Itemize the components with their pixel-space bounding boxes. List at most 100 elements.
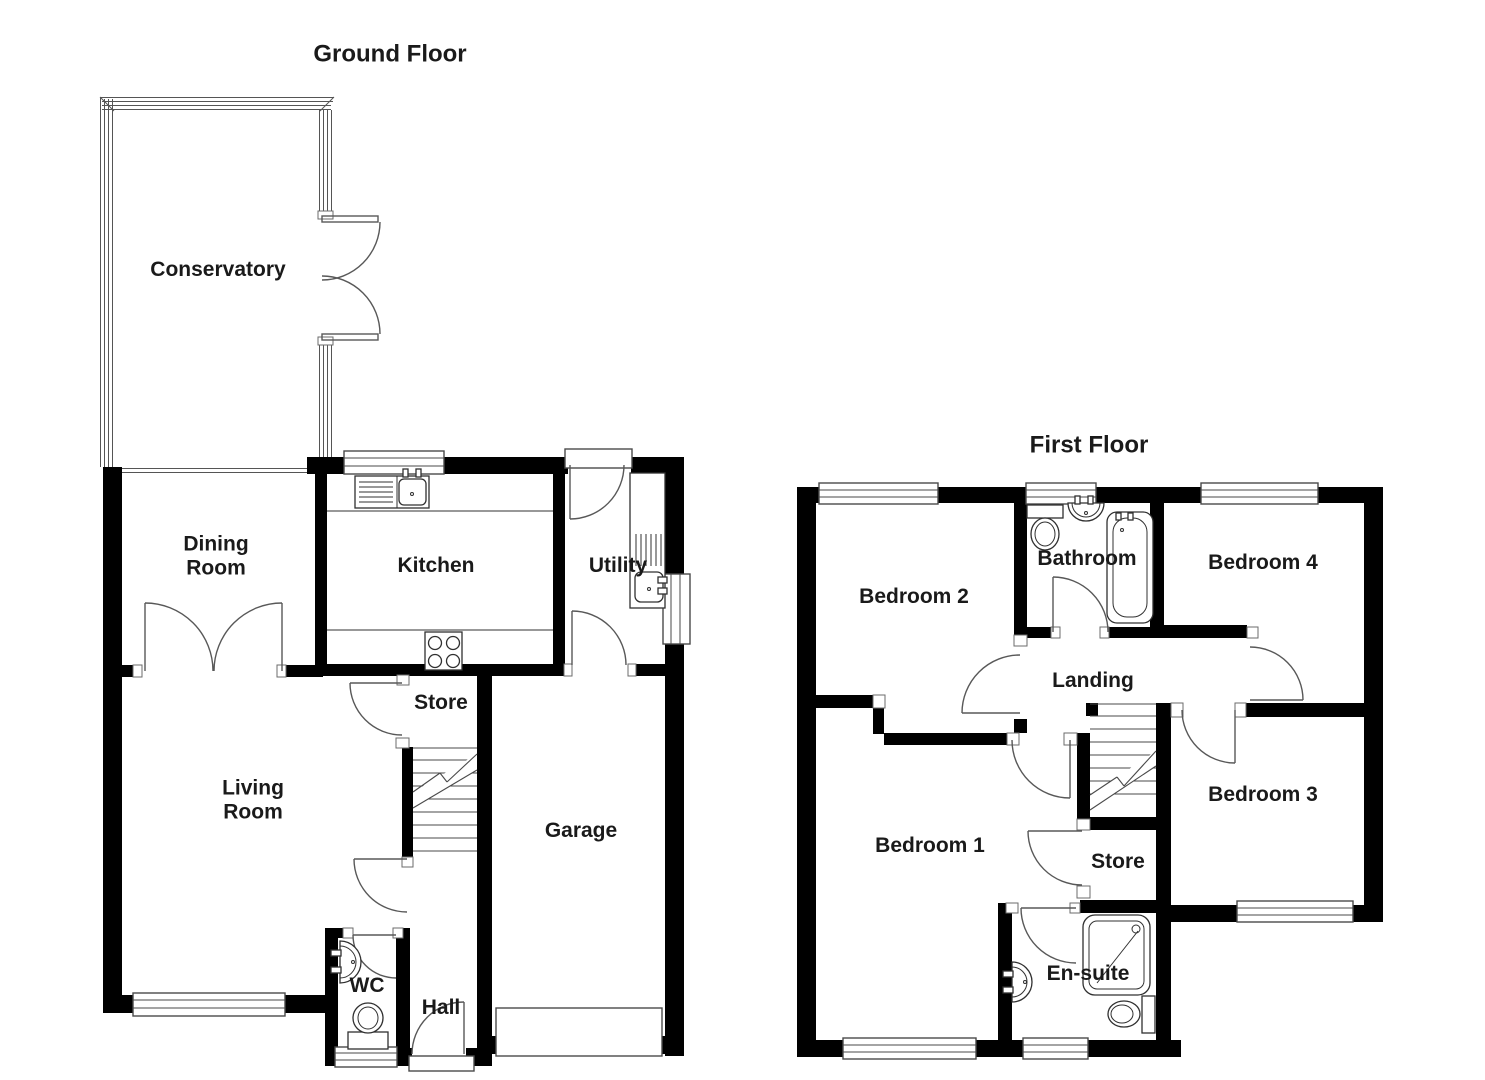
utility-back-door-opening <box>564 448 633 469</box>
living-room-line1: Living <box>222 776 284 800</box>
wall-dining-living-left <box>103 665 135 677</box>
conservatory-door-jamb-bottom <box>317 336 334 346</box>
room-label-store-ground: Store <box>414 691 468 715</box>
dining-living-double-door-icon <box>144 602 283 672</box>
wall-utility-bottom <box>636 664 684 676</box>
bathtub-icon <box>1106 511 1154 624</box>
ensuite-door-icon <box>1020 907 1077 964</box>
wall-stairs-left-ff <box>1077 733 1090 823</box>
room-label-garage: Garage <box>544 819 618 843</box>
bathroom-basin-icon <box>1067 495 1105 522</box>
kitchen-counter-lines <box>327 510 553 631</box>
room-label-utility: Utility <box>588 554 648 578</box>
first-floor-fixtures <box>1002 495 1157 1034</box>
ensuite-basin-icon <box>1002 961 1033 1003</box>
wall-corner-block <box>307 457 347 474</box>
ground-floor-title: Ground Floor <box>313 40 467 68</box>
utility-garage-door-icon <box>571 610 627 666</box>
wc-basin-icon <box>330 940 362 984</box>
ensuite-toilet-icon <box>1107 995 1156 1034</box>
bedroom3-window-icon <box>1236 900 1354 923</box>
wall-wc-hall <box>396 938 410 1066</box>
bedroom1-window-icon <box>842 1037 977 1060</box>
ground-floor-plan <box>99 96 691 1072</box>
room-label-dining-room: Dining Room <box>183 532 248 579</box>
wall-bed4-landing <box>1164 625 1247 638</box>
conservatory-door-jamb-top <box>317 210 334 220</box>
wall-wc-top-left <box>325 928 343 938</box>
bathroom-toilet-icon <box>1026 504 1064 551</box>
room-label-store-first: Store <box>1091 850 1145 874</box>
wall-wc-top-right <box>403 928 410 938</box>
room-label-bedroom3: Bedroom 3 <box>1208 783 1318 807</box>
exterior-wall-right-ff <box>1364 487 1383 917</box>
utility-sink-icon <box>629 472 668 609</box>
wall-garage-bottom-left <box>477 1036 498 1054</box>
wall-bathroom-bottom-left <box>1022 627 1051 638</box>
ground-floor-windows <box>132 448 691 1072</box>
wall-bed3-top <box>1245 703 1367 717</box>
room-label-bedroom4: Bedroom 4 <box>1208 551 1318 575</box>
dining-room-line2: Room <box>186 556 246 579</box>
bedroom4-door-icon <box>1249 646 1304 701</box>
ensuite-window-icon <box>1022 1037 1089 1060</box>
shower-tray-icon <box>1082 914 1151 996</box>
wall-bed3-bottom-right <box>1352 905 1383 922</box>
ground-floor-door-jambs <box>132 663 637 939</box>
wc-door-icon <box>352 934 397 979</box>
room-label-kitchen: Kitchen <box>397 554 475 578</box>
wall-kitchen-utility <box>553 468 565 674</box>
exterior-wall-left <box>103 467 122 1013</box>
store-door-icon <box>349 682 403 736</box>
wall-bottom-ff-b <box>975 1040 1024 1057</box>
bedroom3-door-icon <box>1181 709 1236 764</box>
wall-bed2-bed1-b <box>884 733 1007 745</box>
first-floor-doors <box>961 576 1304 964</box>
exterior-wall-left-ff <box>797 487 816 1057</box>
bedroom2-window-icon <box>818 482 939 505</box>
living-room-window-icon <box>132 992 286 1017</box>
living-room-door-icon <box>353 858 408 913</box>
exterior-wall-top-kitchen <box>443 457 568 474</box>
wall-store-top-ff <box>1080 817 1158 830</box>
front-door-recess <box>408 1055 475 1072</box>
wall-dining-living-right <box>285 665 323 677</box>
ground-floor-fixtures <box>327 468 668 1050</box>
exterior-wall-right <box>665 457 684 1056</box>
bedroom2-door-icon <box>961 654 1021 714</box>
room-label-bathroom: Bathroom <box>1037 547 1137 571</box>
kitchen-hob-icon <box>424 631 463 671</box>
first-floor-title: First Floor <box>1029 431 1149 459</box>
stairs-first-icon <box>1089 703 1157 811</box>
conservatory-glazed-walls <box>99 96 335 467</box>
wall-bottom-ff-a <box>797 1040 845 1057</box>
wall-stairs-top-jamb <box>1086 703 1098 716</box>
wall-living-bottom-left <box>103 995 135 1013</box>
utility-window-icon <box>662 573 691 645</box>
wall-bed2-bed1-a <box>813 695 873 708</box>
bedroom1-door-icon <box>1011 739 1071 799</box>
room-label-wc: WC <box>349 974 385 998</box>
stairs-ground-icon <box>412 747 478 852</box>
bathroom-window-icon <box>1025 482 1097 505</box>
wall-hall-bottom-b <box>397 1048 412 1066</box>
bathroom-door-icon <box>1052 576 1109 633</box>
wall-wc-left <box>325 928 338 1066</box>
wall-bed3-bottom-left <box>1156 905 1239 922</box>
first-floor-windows <box>818 482 1354 1060</box>
wall-living-bottom-right <box>284 995 327 1013</box>
room-label-ensuite: En-suite <box>1046 962 1130 986</box>
room-label-bedroom1: Bedroom 1 <box>875 834 985 858</box>
conservatory-french-doors-icon <box>321 215 381 341</box>
room-label-landing: Landing <box>1052 669 1134 693</box>
living-room-line2: Room <box>223 800 283 823</box>
wall-garage-bottom-right <box>660 1036 684 1054</box>
bedroom4-window-icon <box>1200 482 1319 505</box>
dining-room-line1: Dining <box>183 532 249 556</box>
wc-window-icon <box>334 1046 398 1068</box>
wall-store-bottom-ff <box>1080 900 1158 913</box>
wall-stairs-left <box>402 747 413 857</box>
garage-door-icon <box>495 1007 663 1057</box>
first-floor-plan <box>797 482 1383 1060</box>
